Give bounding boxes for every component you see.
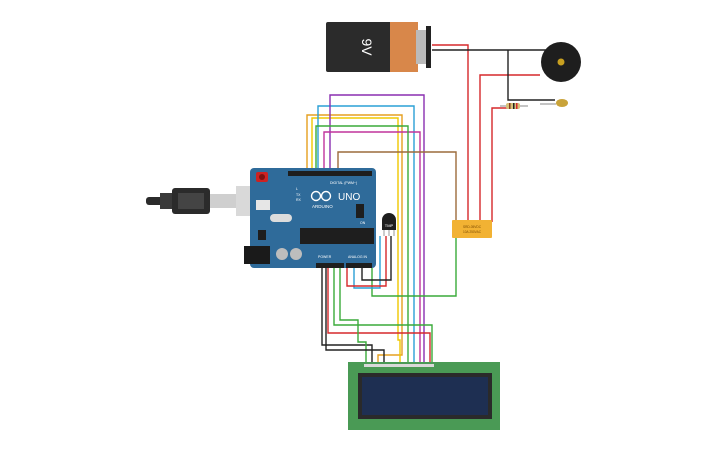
- arduino-digital-label: DIGITAL (PWM~): [330, 181, 357, 185]
- arduino-model: UNO: [338, 192, 360, 203]
- relay-module[interactable]: SRD-05VDC 10A 250VAC: [452, 220, 492, 238]
- wire-buzzer-red[interactable]: [479, 74, 540, 222]
- arduino-logo: [310, 190, 332, 202]
- resistor-icon[interactable]: [500, 103, 528, 109]
- wire-led-black[interactable]: [507, 50, 555, 101]
- wire-black-lcd[interactable]: [325, 268, 385, 362]
- battery-9v[interactable]: 9V: [326, 22, 431, 72]
- wire-led-red[interactable]: [491, 107, 515, 222]
- lcd-display[interactable]: [348, 362, 500, 430]
- wires: [306, 44, 555, 362]
- arduino-l-label: L: [296, 187, 298, 191]
- wire-green-sensor[interactable]: [371, 238, 457, 297]
- lcd-pins: [364, 364, 434, 367]
- led-icon[interactable]: [540, 99, 568, 107]
- temperature-sensor[interactable]: TMP: [382, 213, 396, 236]
- wire-black-gnd[interactable]: [321, 268, 373, 362]
- wire-brown-relay[interactable]: [337, 151, 457, 222]
- battery-label: 9V: [359, 38, 375, 56]
- wire-yellow-top[interactable]: [311, 117, 401, 362]
- wire-orange-top[interactable]: [306, 114, 403, 362]
- wire-blue-sensor[interactable]: [353, 236, 381, 289]
- wire-green-top[interactable]: [315, 125, 409, 362]
- wire-blue-top[interactable]: [317, 105, 415, 362]
- arduino-tx-label: TX: [296, 193, 301, 197]
- wire-green-lcd[interactable]: [333, 268, 433, 362]
- arduino-on-label: ON: [360, 221, 366, 225]
- arduino-rx-label: RX: [296, 198, 302, 202]
- arduino-uno-board[interactable]: UNO ARDUINO POWER ANALOG IN DIGITAL (PWM…: [244, 168, 376, 268]
- wire-red-5v[interactable]: [327, 268, 431, 362]
- usb-cable-icon[interactable]: [146, 186, 266, 216]
- wire-magenta-top[interactable]: [323, 131, 421, 362]
- buzzer-icon[interactable]: [541, 42, 581, 82]
- relay-text-1: SRD-05VDC: [463, 225, 482, 229]
- arduino-analog-label: ANALOG IN: [348, 255, 368, 259]
- relay-text-2: 10A 250VAC: [463, 230, 482, 234]
- sensor-label: TMP: [385, 223, 394, 228]
- arduino-power-label: POWER: [318, 255, 332, 259]
- wire-green-lcd2[interactable]: [339, 268, 367, 362]
- wire-red-sensor[interactable]: [346, 236, 387, 287]
- arduino-brand: ARDUINO: [312, 204, 333, 209]
- wire-battery-red[interactable]: [432, 44, 469, 222]
- wire-black-sensor[interactable]: [361, 236, 392, 281]
